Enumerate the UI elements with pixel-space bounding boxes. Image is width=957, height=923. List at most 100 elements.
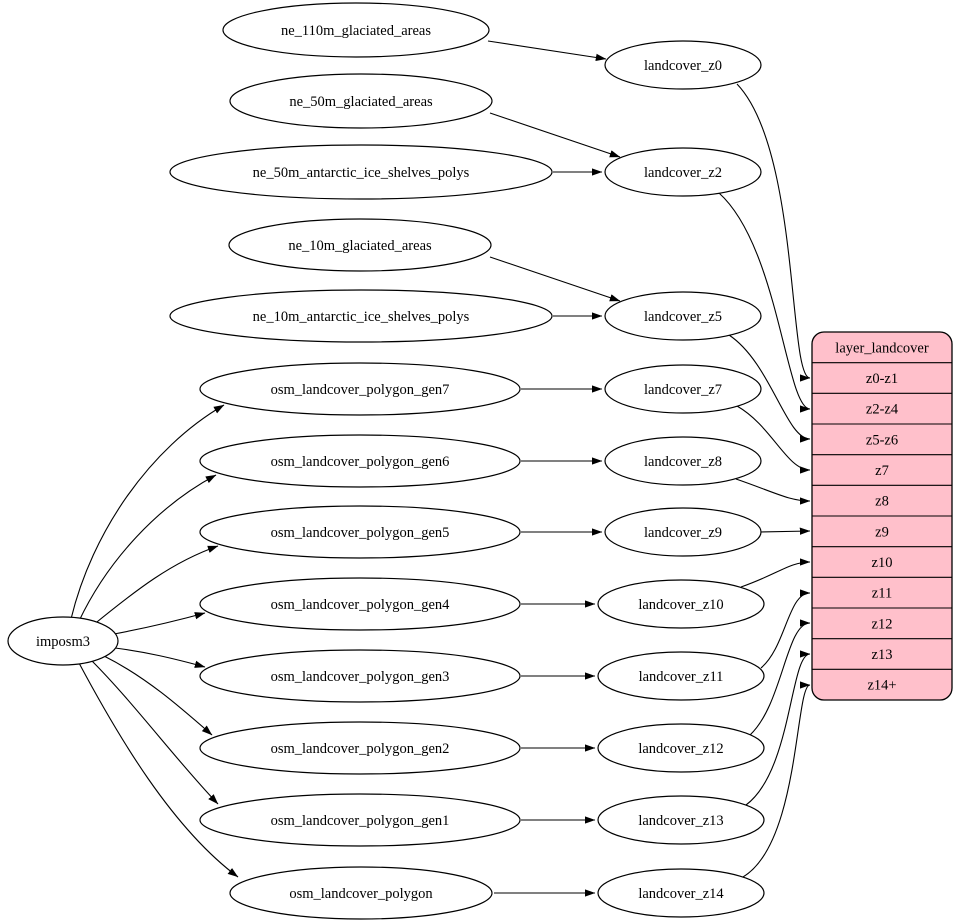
edge-imposm3-to-gen5: [91, 545, 219, 627]
row-z11: z11: [872, 586, 892, 602]
imposm3-ellipse: [7, 616, 119, 666]
row-z12: z12: [872, 616, 893, 632]
landcover-z14-label: landcover_z14: [638, 886, 724, 902]
landcover-z14-ellipse: [597, 868, 765, 918]
row-z9: z9: [875, 524, 889, 540]
ne-50m-glaciated-areas-label: ne_50m_glaciated_areas: [289, 94, 433, 110]
edges-sources-to-landcover: [487, 40, 621, 897]
node-landcover-z5: landcover_z5: [604, 291, 762, 341]
node-osm-landcover-polygon-gen3: osm_landcover_polygon_gen3: [199, 649, 521, 703]
edge-imposm3-to-gen4: [113, 612, 206, 635]
osm-landcover-polygon-gen5-label: osm_landcover_polygon_gen5: [271, 525, 450, 541]
table-layer-landcover: layer_landcover z0-z1 z2-z4 z5-z6 z7 z8 …: [811, 331, 953, 701]
ne-50m-glaciated-areas-ellipse: [229, 73, 493, 129]
osm-landcover-polygon-label: osm_landcover_polygon: [289, 886, 433, 902]
node-ne-50m-glaciated-areas: ne_50m_glaciated_areas: [229, 73, 493, 129]
node-landcover-z14: landcover_z14: [597, 868, 765, 918]
row-z0-z1: z0-z1: [866, 371, 898, 387]
osm-landcover-polygon-gen3-ellipse: [199, 649, 521, 703]
osm-landcover-polygon-ellipse: [229, 866, 493, 920]
landcover-z0-label: landcover_z0: [644, 58, 722, 74]
layer-landcover-title: layer_landcover: [835, 341, 929, 357]
imposm3-label: imposm3: [36, 634, 90, 650]
node-ne-110m-glaciated-areas: ne_110m_glaciated_areas: [222, 2, 490, 58]
osm-landcover-polygon-gen4-label: osm_landcover_polygon_gen4: [271, 597, 451, 613]
edge-z14-to-row-z14plus: [742, 681, 811, 878]
edge-ne110m-to-z0: [487, 40, 607, 62]
landcover-z7-label: landcover_z7: [644, 382, 722, 398]
osm-landcover-polygon-gen7-label: osm_landcover_polygon_gen7: [271, 382, 450, 398]
ne-110m-glaciated-areas-label: ne_110m_glaciated_areas: [281, 23, 431, 39]
node-landcover-z7: landcover_z7: [604, 364, 762, 414]
node-landcover-z13: landcover_z13: [597, 795, 765, 845]
node-ne-50m-antarctic-ice-shelves-polys: ne_50m_antarctic_ice_shelves_polys: [169, 144, 553, 200]
landcover-z13-ellipse: [597, 795, 765, 845]
edge-imposm3-to-gen3: [114, 647, 206, 668]
landcover-z13-label: landcover_z13: [638, 813, 723, 829]
node-osm-landcover-polygon-gen6: osm_landcover_polygon_gen6: [199, 434, 521, 488]
node-landcover-z8: landcover_z8: [604, 436, 762, 486]
edge-z8-to-row-z8: [735, 478, 811, 505]
node-landcover-z12: landcover_z12: [597, 723, 765, 773]
osm-landcover-polygon-gen7-ellipse: [199, 362, 521, 416]
ne-10m-antarctic-ice-shelves-polys-label: ne_10m_antarctic_ice_shelves_polys: [253, 309, 470, 325]
landcover-z5-label: landcover_z5: [644, 309, 722, 325]
landcover-z9-label: landcover_z9: [644, 525, 722, 541]
osm-landcover-polygon-gen2-ellipse: [199, 721, 521, 775]
landcover-z9-ellipse: [604, 507, 762, 557]
edges-imposm3-fanout: [70, 404, 239, 878]
landcover-z2-label: landcover_z2: [644, 165, 722, 181]
landcover-z11-label: landcover_z11: [639, 669, 724, 685]
ne-10m-glaciated-areas-ellipse: [228, 218, 492, 272]
node-landcover-z10: landcover_z10: [597, 579, 765, 629]
node-landcover-z0: landcover_z0: [604, 40, 762, 90]
edge-imposm3-to-gen1: [90, 659, 219, 805]
edge-z0-to-row-z0-z1: [736, 83, 811, 382]
edge-z2-to-row-z2-z4: [718, 192, 811, 413]
landcover-z12-ellipse: [597, 723, 765, 773]
node-osm-landcover-polygon-gen7: osm_landcover_polygon_gen7: [199, 362, 521, 416]
edge-z7-to-row-z7: [736, 405, 811, 474]
landcover-z2-ellipse: [604, 147, 762, 197]
landcover-z8-ellipse: [604, 436, 762, 486]
row-z2-z4: z2-z4: [866, 402, 899, 418]
row-z14plus: z14+: [867, 678, 896, 694]
ne-50m-antarctic-ice-shelves-polys-label: ne_50m_antarctic_ice_shelves_polys: [253, 165, 470, 181]
edge-z11-to-row-z11: [760, 589, 811, 669]
edge-z12-to-row-z12: [749, 619, 811, 736]
osm-landcover-polygon-gen6-ellipse: [199, 434, 521, 488]
row-z13: z13: [872, 647, 893, 663]
osm-landcover-polygon-gen2-label: osm_landcover_polygon_gen2: [271, 741, 450, 757]
node-landcover-z11: landcover_z11: [597, 651, 765, 701]
ne-10m-glaciated-areas-label: ne_10m_glaciated_areas: [288, 238, 432, 254]
edge-imposm3-to-gen7: [70, 404, 225, 620]
node-imposm3: imposm3: [7, 616, 119, 666]
edge-imposm3-to-gen2: [103, 655, 213, 736]
node-ne-10m-glaciated-areas: ne_10m_glaciated_areas: [228, 218, 492, 272]
edge-ne50m-glac-to-z2: [489, 112, 621, 158]
ne-110m-glaciated-areas-ellipse: [222, 2, 490, 58]
osm-landcover-polygon-gen4-ellipse: [199, 577, 521, 631]
node-landcover-z9: landcover_z9: [604, 507, 762, 557]
landcover-z8-label: landcover_z8: [644, 454, 722, 470]
osm-landcover-polygon-gen1-ellipse: [199, 793, 521, 847]
ne-10m-antarctic-ice-shelves-polys-ellipse: [169, 289, 553, 343]
landcover-z0-ellipse: [604, 40, 762, 90]
edge-z13-to-row-z13: [745, 650, 811, 806]
edge-ne10m-glac-to-z5: [489, 256, 621, 302]
node-osm-landcover-polygon-gen5: osm_landcover_polygon_gen5: [199, 505, 521, 559]
node-osm-landcover-polygon-gen2: osm_landcover_polygon_gen2: [199, 721, 521, 775]
edge-z10-to-row-z10: [740, 558, 811, 588]
landcover-z10-ellipse: [597, 579, 765, 629]
edges-landcover-to-table: [718, 83, 811, 878]
row-z5-z6: z5-z6: [866, 432, 898, 448]
row-z7: z7: [875, 463, 889, 479]
osm-landcover-polygon-gen1-label: osm_landcover_polygon_gen1: [271, 813, 450, 829]
landcover-z5-ellipse: [604, 291, 762, 341]
landcover-z7-ellipse: [604, 364, 762, 414]
node-osm-landcover-polygon: osm_landcover_polygon: [229, 866, 493, 920]
node-osm-landcover-polygon-gen4: osm_landcover_polygon_gen4: [199, 577, 521, 631]
landcover-z10-label: landcover_z10: [638, 597, 723, 613]
node-ne-10m-antarctic-ice-shelves-polys: ne_10m_antarctic_ice_shelves_polys: [169, 289, 553, 343]
